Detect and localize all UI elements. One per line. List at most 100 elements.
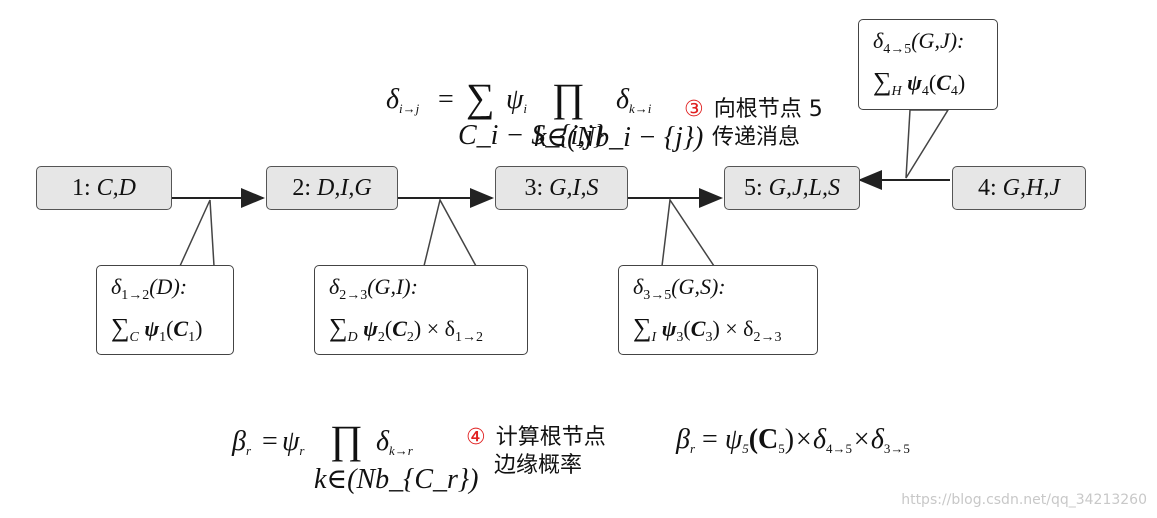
node-3-id: 3: xyxy=(524,174,544,201)
message-4-5-body: ∑H ψ4(C4) xyxy=(873,67,966,99)
message-2-3: δ2→3(G,I): ∑D ψ2(C2) × δ1→2 xyxy=(314,265,528,355)
msg-scope: (D): xyxy=(149,274,188,299)
msg-clique-sub: 2 xyxy=(406,330,414,345)
msg-sub: 2→3 xyxy=(339,288,368,303)
msg-symbol: δ xyxy=(633,274,644,299)
message-1-2-head: δ1→2(D): xyxy=(111,272,223,311)
fm-lhs: δ xyxy=(386,84,400,115)
msg-clique-sub: 3 xyxy=(705,330,713,345)
clique-node-1: 1:C,D xyxy=(36,166,172,210)
clique-node-5: 5:G,J,L,S xyxy=(724,166,860,210)
node-2-vars: D,I,G xyxy=(317,174,372,201)
fb-lhs-sub: r xyxy=(245,443,252,458)
formula-belief-root: βr = ψ5(C5)×δ4→5×δ3→5 xyxy=(676,424,910,457)
fb-delta: δ xyxy=(376,426,390,457)
msg-symbol: δ xyxy=(873,28,884,53)
fr-psi-sub: 5 xyxy=(742,441,749,456)
msg-sub: 3→5 xyxy=(643,288,672,303)
msg-sub: 1→2 xyxy=(121,288,150,303)
msg-sum-sub: D xyxy=(347,330,358,345)
step-4-line2: 边缘概率 xyxy=(494,453,583,478)
pointer-1-2 xyxy=(178,199,215,267)
step-4-number: ④ xyxy=(466,425,486,450)
formula-belief: βr = ψr ∏ k∈(Nb_{C_r}) δk→r xyxy=(232,417,478,495)
msg-scope: (G,J): xyxy=(911,28,965,53)
fr-close: ) xyxy=(784,424,795,455)
msg-psi-sub: 2 xyxy=(377,330,385,345)
fm-sigma-lim: C_i − S_{i,j} xyxy=(458,120,605,151)
msg-times-sub: 2→3 xyxy=(753,330,782,345)
step-3-line2: 传递消息 xyxy=(712,125,801,150)
msg-sum-sub: C xyxy=(129,330,139,345)
node-5-vars: G,J,L,S xyxy=(768,174,840,201)
pointer-2-3 xyxy=(423,197,478,267)
watermark: https://blog.csdn.net/qq_34213260 xyxy=(901,492,1147,508)
msg-psi-sub: 1 xyxy=(159,330,167,345)
msg-clique: C xyxy=(392,316,407,341)
step-3-label: ③ 向根节点 5 传递消息 xyxy=(684,96,823,152)
clique-node-3: 3:G,I,S xyxy=(495,166,628,210)
fb-prod: ∏ xyxy=(330,417,363,462)
fb-psi-sub: r xyxy=(299,443,305,458)
message-3-5-body: ∑I ψ3(C3) × δ2→3 xyxy=(633,313,782,345)
step-4-line1: 计算根节点 xyxy=(495,425,606,450)
node-4-vars: G,H,J xyxy=(1002,174,1060,201)
msg-sub: 4→5 xyxy=(883,42,912,57)
msg-symbol: δ xyxy=(329,274,340,299)
fr-clique: (C xyxy=(748,424,779,455)
fm-prod: ∏ xyxy=(552,75,585,120)
fm-delta: δ xyxy=(616,84,630,115)
msg-clique: C xyxy=(173,316,189,341)
msg-scope: (G,S): xyxy=(671,274,726,299)
message-3-5: δ3→5(G,S): ∑I ψ3(C3) × δ2→3 xyxy=(618,265,818,355)
msg-scope: (G,I): xyxy=(367,274,418,299)
fr-lhs: β xyxy=(676,424,690,455)
msg-clique-sub: 1 xyxy=(188,330,196,345)
step-3-line1: 向根节点 5 xyxy=(713,97,823,122)
node-3-vars: G,I,S xyxy=(549,174,599,201)
fm-psi-sub: i xyxy=(523,101,528,116)
fb-eq: = xyxy=(262,426,278,457)
message-1-2: δ1→2(D): ∑C ψ1(C1) xyxy=(96,265,234,355)
fr-times2-sub: 3→5 xyxy=(883,441,910,456)
msg-symbol: δ xyxy=(111,274,122,299)
node-2-id: 2: xyxy=(292,174,311,201)
pointer-3-5 xyxy=(661,197,716,267)
message-4-5: δ4→5(G,J): ∑H ψ4(C4) xyxy=(858,19,998,110)
message-2-3-head: δ2→3(G,I): xyxy=(329,272,517,311)
fr-times1: ×δ xyxy=(794,424,826,455)
fb-lhs: β xyxy=(232,426,246,457)
msg-times: × δ xyxy=(426,316,455,341)
fr-times2: ×δ xyxy=(852,424,884,455)
fb-psi: ψ xyxy=(282,426,300,457)
step-4-label: ④ 计算根节点 边缘概率 xyxy=(466,424,606,480)
fr-clique-sub: 5 xyxy=(778,441,785,456)
fm-eq: = xyxy=(438,84,454,115)
msg-psi-sub: 3 xyxy=(676,330,684,345)
msg-clique: C xyxy=(936,70,951,95)
clique-node-2: 2:D,I,G xyxy=(266,166,398,210)
step-3-number: ③ xyxy=(684,97,704,122)
fb-delta-sub: k→r xyxy=(389,443,413,458)
message-1-2-body: ∑C ψ1(C1) xyxy=(111,313,203,345)
node-4-id: 4: xyxy=(978,174,997,201)
pointer-4-5 xyxy=(905,109,950,179)
fr-lhs-sub: r xyxy=(689,441,696,456)
node-1-id: 1: xyxy=(71,174,91,201)
fr-psi: ψ xyxy=(724,424,743,455)
clique-node-4: 4:G,H,J xyxy=(952,166,1086,210)
message-4-5-head: δ4→5(G,J): xyxy=(873,26,987,65)
fr-times1-sub: 4→5 xyxy=(826,441,852,456)
msg-clique-sub: 4 xyxy=(950,84,958,99)
node-1-vars: C,D xyxy=(96,174,136,201)
message-3-5-head: δ3→5(G,S): xyxy=(633,272,807,311)
fr-eq: = xyxy=(702,424,718,455)
node-5-id: 5: xyxy=(743,174,763,201)
msg-psi-sub: 4 xyxy=(921,84,929,99)
fm-prod-lim: k∈(Nb_i − {j}) xyxy=(534,122,704,153)
msg-times-sub: 1→2 xyxy=(455,330,483,345)
fm-delta-sub: k→i xyxy=(629,101,652,116)
formula-message: δi→j = ∑ C_i − S_{i,j} ψi ∏ k∈(Nb_i − {j… xyxy=(386,74,703,153)
msg-clique: C xyxy=(690,316,706,341)
